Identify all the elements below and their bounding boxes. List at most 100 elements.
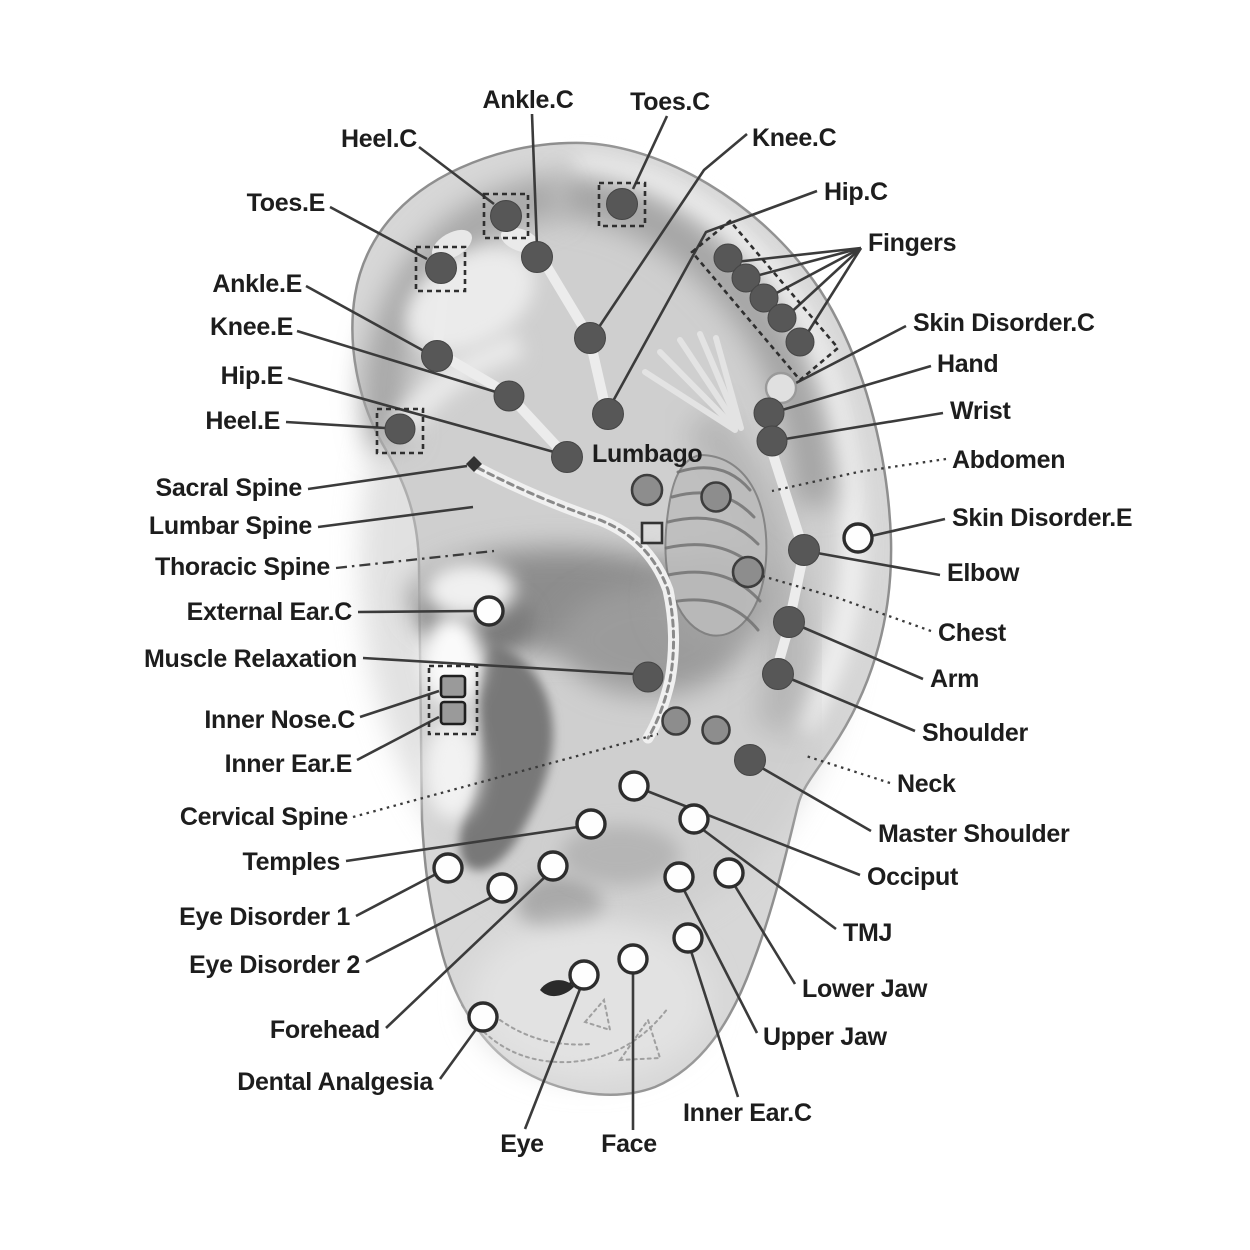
leader-line-abdomen [771, 457, 947, 493]
zone-markers [439, 456, 664, 726]
leader-line-inner-ear-c [689, 950, 740, 1098]
label-knee-e: Knee.E [210, 313, 293, 341]
inner-nose-ear-box [427, 664, 479, 736]
leader-line-tmj [701, 827, 837, 931]
leader-line-dental-analgesia [438, 1027, 479, 1080]
leader-line-skin-disorder-c [793, 324, 907, 386]
eye-point [568, 959, 600, 991]
label-tmj: TMJ [843, 919, 892, 947]
label-heel-e: Heel.E [205, 407, 280, 435]
leader-line-fingers-4 [785, 247, 862, 318]
leader-line-forehead [385, 875, 547, 1029]
label-upper-jaw: Upper Jaw [763, 1023, 888, 1051]
shoulder-point [762, 658, 794, 690]
toes-c-point [606, 188, 638, 220]
leader-line-shoulder [790, 677, 916, 733]
label-cervical-spine: Cervical Spine [180, 803, 348, 831]
cervical-zone-point-2 [701, 715, 731, 745]
ankle-e-point [421, 340, 453, 372]
leader-line-lumbar-spine [317, 505, 474, 529]
leader-line-inner-ear-e [356, 715, 440, 762]
label-forehead: Forehead [270, 1016, 380, 1044]
arm-point [773, 606, 805, 638]
muscle-relaxation-point [632, 661, 664, 693]
label-occiput: Occiput [867, 863, 959, 891]
label-eye: Eye [500, 1130, 544, 1158]
leader-line-inner-nose-c [359, 689, 440, 719]
toes-c-box [597, 181, 647, 228]
leader-line-wrist [784, 411, 944, 441]
finger-point-3 [749, 283, 779, 313]
leader-line-hand [781, 364, 932, 412]
chest-point [731, 555, 765, 589]
forehead-point [537, 850, 569, 882]
leader-line-thoracic-spine [335, 549, 495, 570]
leader-line-toes-e [329, 205, 428, 261]
label-muscle-relaxation: Muscle Relaxation [144, 645, 357, 673]
leader-line-fingers-3 [768, 246, 862, 299]
label-thoracic-spine: Thoracic Spine [155, 553, 330, 581]
label-elbow: Elbow [947, 559, 1020, 587]
master-shoulder-point [734, 744, 766, 776]
heel-c-point [490, 200, 522, 232]
label-skin-disorder-c: Skin Disorder.C [913, 309, 1095, 337]
label-hand: Hand [937, 350, 998, 378]
lumbago-point [630, 473, 664, 507]
finger-point-2 [731, 263, 761, 293]
label-master-shoulder: Master Shoulder [878, 820, 1070, 848]
leader-line-hip-e [287, 376, 555, 454]
leader-line-knee-c [595, 133, 748, 331]
wrist-point [756, 425, 788, 457]
heel-e-box [375, 407, 425, 455]
tragus-shade [459, 642, 554, 871]
inner-ear-e-square [439, 700, 467, 726]
finger-point-1 [713, 243, 743, 273]
label-eye-disorder-2: Eye Disorder 2 [189, 951, 360, 979]
sacral-spine-diamond [466, 456, 482, 472]
lower-jaw-point [713, 857, 745, 889]
label-ankle-c: Ankle.C [483, 86, 574, 114]
leader-line-lower-jaw [733, 885, 797, 985]
leader-line-ankle-e [305, 284, 425, 353]
thoracic-open-square [640, 521, 664, 545]
knee-c-point [574, 322, 606, 354]
label-face: Face [601, 1130, 657, 1158]
label-toes-e: Toes.E [247, 189, 325, 217]
label-dental-analgesia: Dental Analgesia [237, 1068, 434, 1096]
label-eye-disorder-1: Eye Disorder 1 [179, 903, 350, 931]
leader-line-eye [523, 988, 582, 1130]
dashed-zone-boxes [375, 181, 840, 736]
external-ear-c-point [473, 595, 505, 627]
leader-line-hip-c [610, 189, 818, 404]
label-temples: Temples [243, 848, 340, 876]
label-arm: Arm [930, 665, 979, 693]
finger-point-4 [767, 303, 797, 333]
leader-line-fingers-1 [734, 246, 862, 264]
label-inner-ear-c: Inner Ear.C [683, 1099, 812, 1127]
ear-illustration [351, 141, 893, 1096]
leader-line-eye-disorder-1 [355, 871, 439, 918]
leader-lines [285, 113, 947, 1130]
leader-line-fingers-2 [751, 246, 862, 279]
leader-line-eye-disorder-2 [365, 895, 493, 964]
acupoints [384, 188, 874, 1033]
eye-disorder-2-point [486, 872, 518, 904]
elbow-point [788, 534, 820, 566]
label-inner-nose-c: Inner Nose.C [204, 706, 355, 734]
leader-line-arm [801, 625, 924, 681]
label-wrist: Wrist [950, 397, 1012, 425]
leader-line-external-ear-c [357, 609, 476, 614]
leader-line-master-shoulder [761, 766, 872, 833]
label-hip-c: Hip.C [824, 178, 888, 206]
ankle-c-point [521, 241, 553, 273]
leader-line-fingers-5 [801, 247, 863, 341]
hand-point [753, 397, 785, 429]
label-hip-e: Hip.E [221, 362, 283, 390]
inner-ear-c-point [672, 922, 704, 954]
label-abdomen: Abdomen [952, 446, 1065, 474]
finger-point-5 [785, 327, 815, 357]
heel-e-point [384, 413, 416, 445]
